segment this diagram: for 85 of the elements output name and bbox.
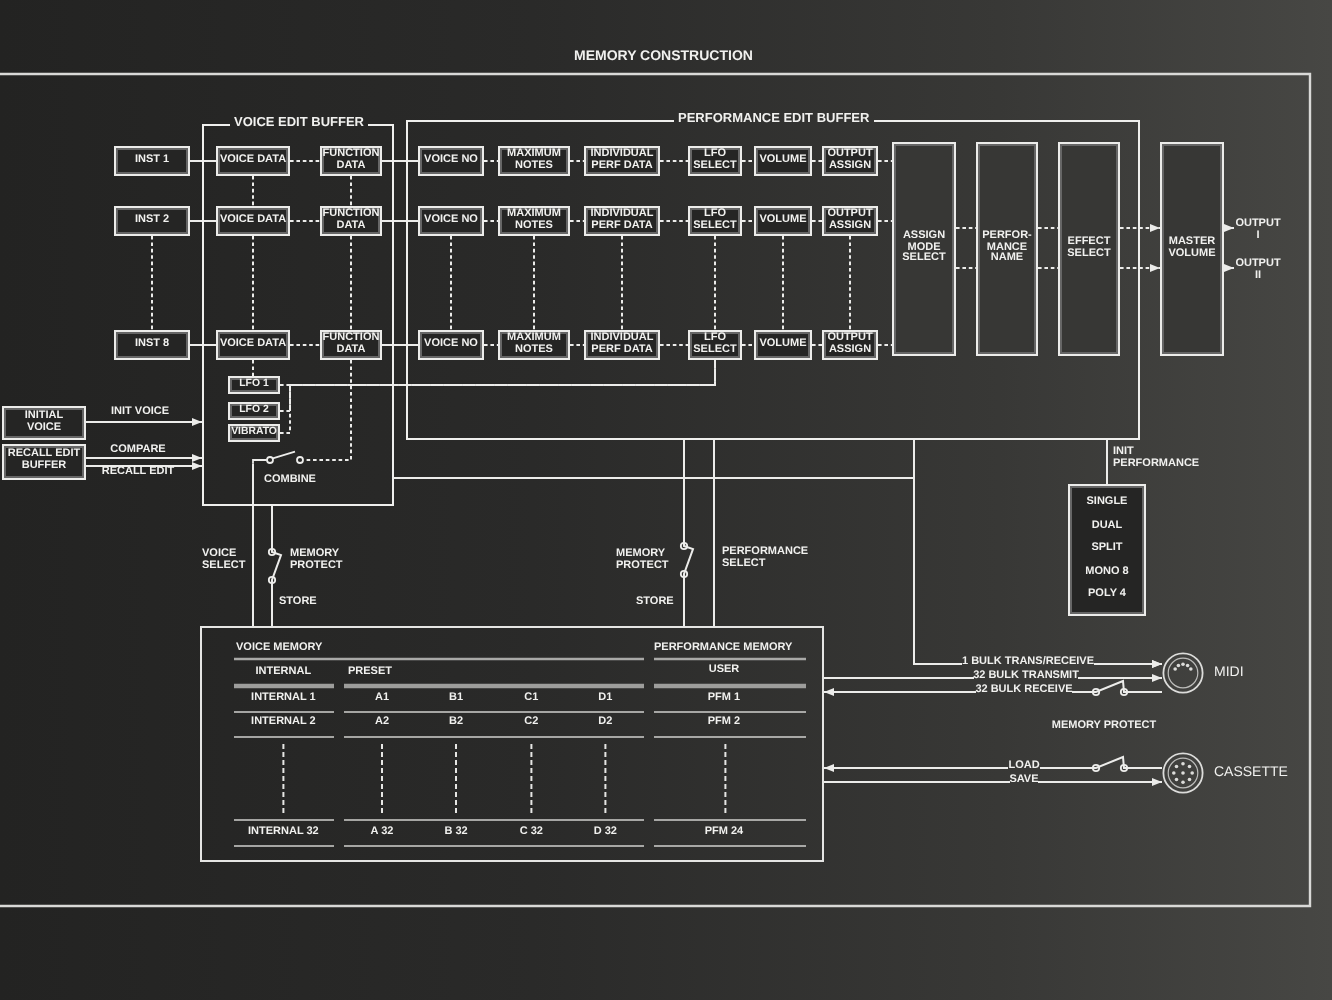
dashed-line xyxy=(955,267,977,269)
dashed-line xyxy=(741,160,755,162)
connector-line xyxy=(713,439,715,627)
connector-line xyxy=(189,344,217,346)
connector-line xyxy=(252,462,254,627)
block-box xyxy=(498,146,570,176)
arrow xyxy=(85,454,203,462)
block-box xyxy=(216,330,290,360)
arrow xyxy=(85,462,203,470)
dashed-line xyxy=(252,175,254,207)
connector-line xyxy=(189,220,217,222)
dashed-line xyxy=(350,175,352,207)
stage-box xyxy=(976,142,1038,356)
memory-table-frame xyxy=(200,626,824,862)
dashed-line xyxy=(350,235,352,331)
block-box xyxy=(754,206,812,236)
connector-line xyxy=(1106,439,1108,485)
dashed-line xyxy=(659,220,689,222)
arrow xyxy=(1119,224,1161,232)
stage-box xyxy=(1160,142,1224,356)
dashed-line xyxy=(483,344,499,346)
dashed-line xyxy=(279,359,716,434)
dashed-line xyxy=(289,160,321,162)
block-box xyxy=(114,330,190,360)
block-box xyxy=(418,146,484,176)
dashed-line xyxy=(955,227,977,229)
dashed-line xyxy=(252,235,254,331)
dashed-line xyxy=(252,359,254,377)
connector-line xyxy=(683,439,695,627)
dashed-line xyxy=(303,359,352,461)
dashed-line xyxy=(782,235,784,331)
dashed-line xyxy=(289,220,321,222)
dashed-line xyxy=(877,160,893,162)
dashed-line xyxy=(569,160,585,162)
dashed-line xyxy=(450,235,452,331)
dashed-line xyxy=(714,235,716,331)
arrow xyxy=(1223,264,1235,272)
block-box xyxy=(418,330,484,360)
dashed-line xyxy=(741,220,755,222)
dashed-line xyxy=(151,235,153,331)
dashed-line xyxy=(483,220,499,222)
connector-line xyxy=(189,160,217,162)
block-box xyxy=(498,206,570,236)
connector-line xyxy=(381,220,419,222)
block-box xyxy=(228,402,280,420)
arrow xyxy=(823,778,1163,786)
dashed-line xyxy=(621,235,623,331)
dashed-line xyxy=(811,220,823,222)
mode-list-box xyxy=(1068,484,1146,616)
dashed-line xyxy=(483,160,499,162)
dashed-line xyxy=(849,235,851,331)
connector-line xyxy=(381,344,419,346)
block-box xyxy=(216,206,290,236)
dashed-line xyxy=(741,344,755,346)
block-box xyxy=(754,146,812,176)
block-box xyxy=(498,330,570,360)
connector-line xyxy=(381,160,419,162)
dashed-line xyxy=(289,344,321,346)
arrow xyxy=(85,418,203,426)
dashed-line xyxy=(877,220,893,222)
block-box xyxy=(754,330,812,360)
dashed-line xyxy=(279,359,716,412)
arrow xyxy=(1223,224,1235,232)
stage-box xyxy=(1058,142,1120,356)
connector-line xyxy=(271,505,283,627)
dashed-line xyxy=(569,344,585,346)
dashed-line xyxy=(1037,227,1059,229)
block-box xyxy=(114,206,190,236)
block-box xyxy=(418,206,484,236)
dashed-line xyxy=(811,160,823,162)
dashed-line xyxy=(569,220,585,222)
dashed-line xyxy=(877,344,893,346)
block-box xyxy=(114,146,190,176)
arrow xyxy=(1119,264,1161,272)
block-box xyxy=(228,376,280,394)
block-box xyxy=(2,406,86,440)
block-box xyxy=(2,444,86,480)
stage-box xyxy=(892,142,956,356)
dashed-line xyxy=(811,344,823,346)
block-box xyxy=(216,146,290,176)
dashed-line xyxy=(659,160,689,162)
dashed-line xyxy=(533,235,535,331)
dashed-line xyxy=(659,344,689,346)
dashed-line xyxy=(1037,267,1059,269)
arrow xyxy=(823,755,1163,772)
